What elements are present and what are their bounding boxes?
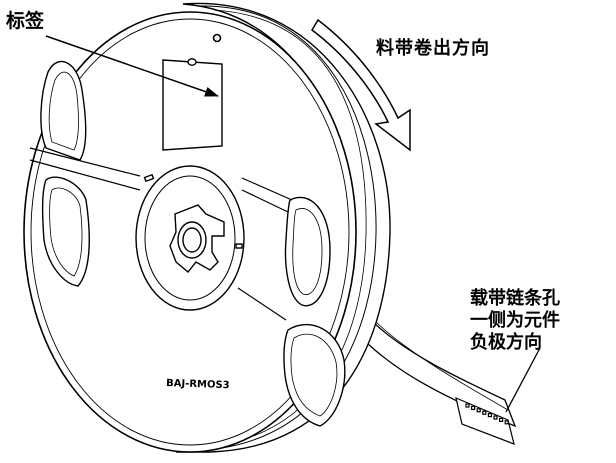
polarity-note: 载带链条孔 一侧为元件 负极方向 [470,288,560,354]
sprocket-hole [465,403,470,408]
sprocket-hole [504,420,509,425]
sprocket-hole [482,410,487,415]
reel-hub [135,165,245,311]
sprocket-hole [487,413,492,418]
polarity-pointer-line [505,347,541,413]
sprocket-hole [471,405,476,410]
polarity-note-line: 一侧为元件 [470,310,560,331]
unwind-direction-arrow [311,18,411,152]
flange-window [40,60,346,427]
carrier-tape-end [455,396,515,445]
reel-spoke [29,147,293,321]
sprocket-hole [499,417,504,422]
polarity-note-line: 载带链条孔 [470,288,560,309]
sprocket-holes [465,403,509,425]
sprocket-hole [493,415,498,420]
sprocket-hole [476,408,481,413]
tag-pointer-arrow [45,35,219,97]
reel-model-marking: BAJ-RMOS3 [166,378,230,391]
tag-label: 标签 [6,10,45,32]
unwind-direction-label: 料带卷出方向 [376,38,490,59]
polarity-note-line: 负极方向 [470,332,542,353]
label-sticker [162,58,223,151]
